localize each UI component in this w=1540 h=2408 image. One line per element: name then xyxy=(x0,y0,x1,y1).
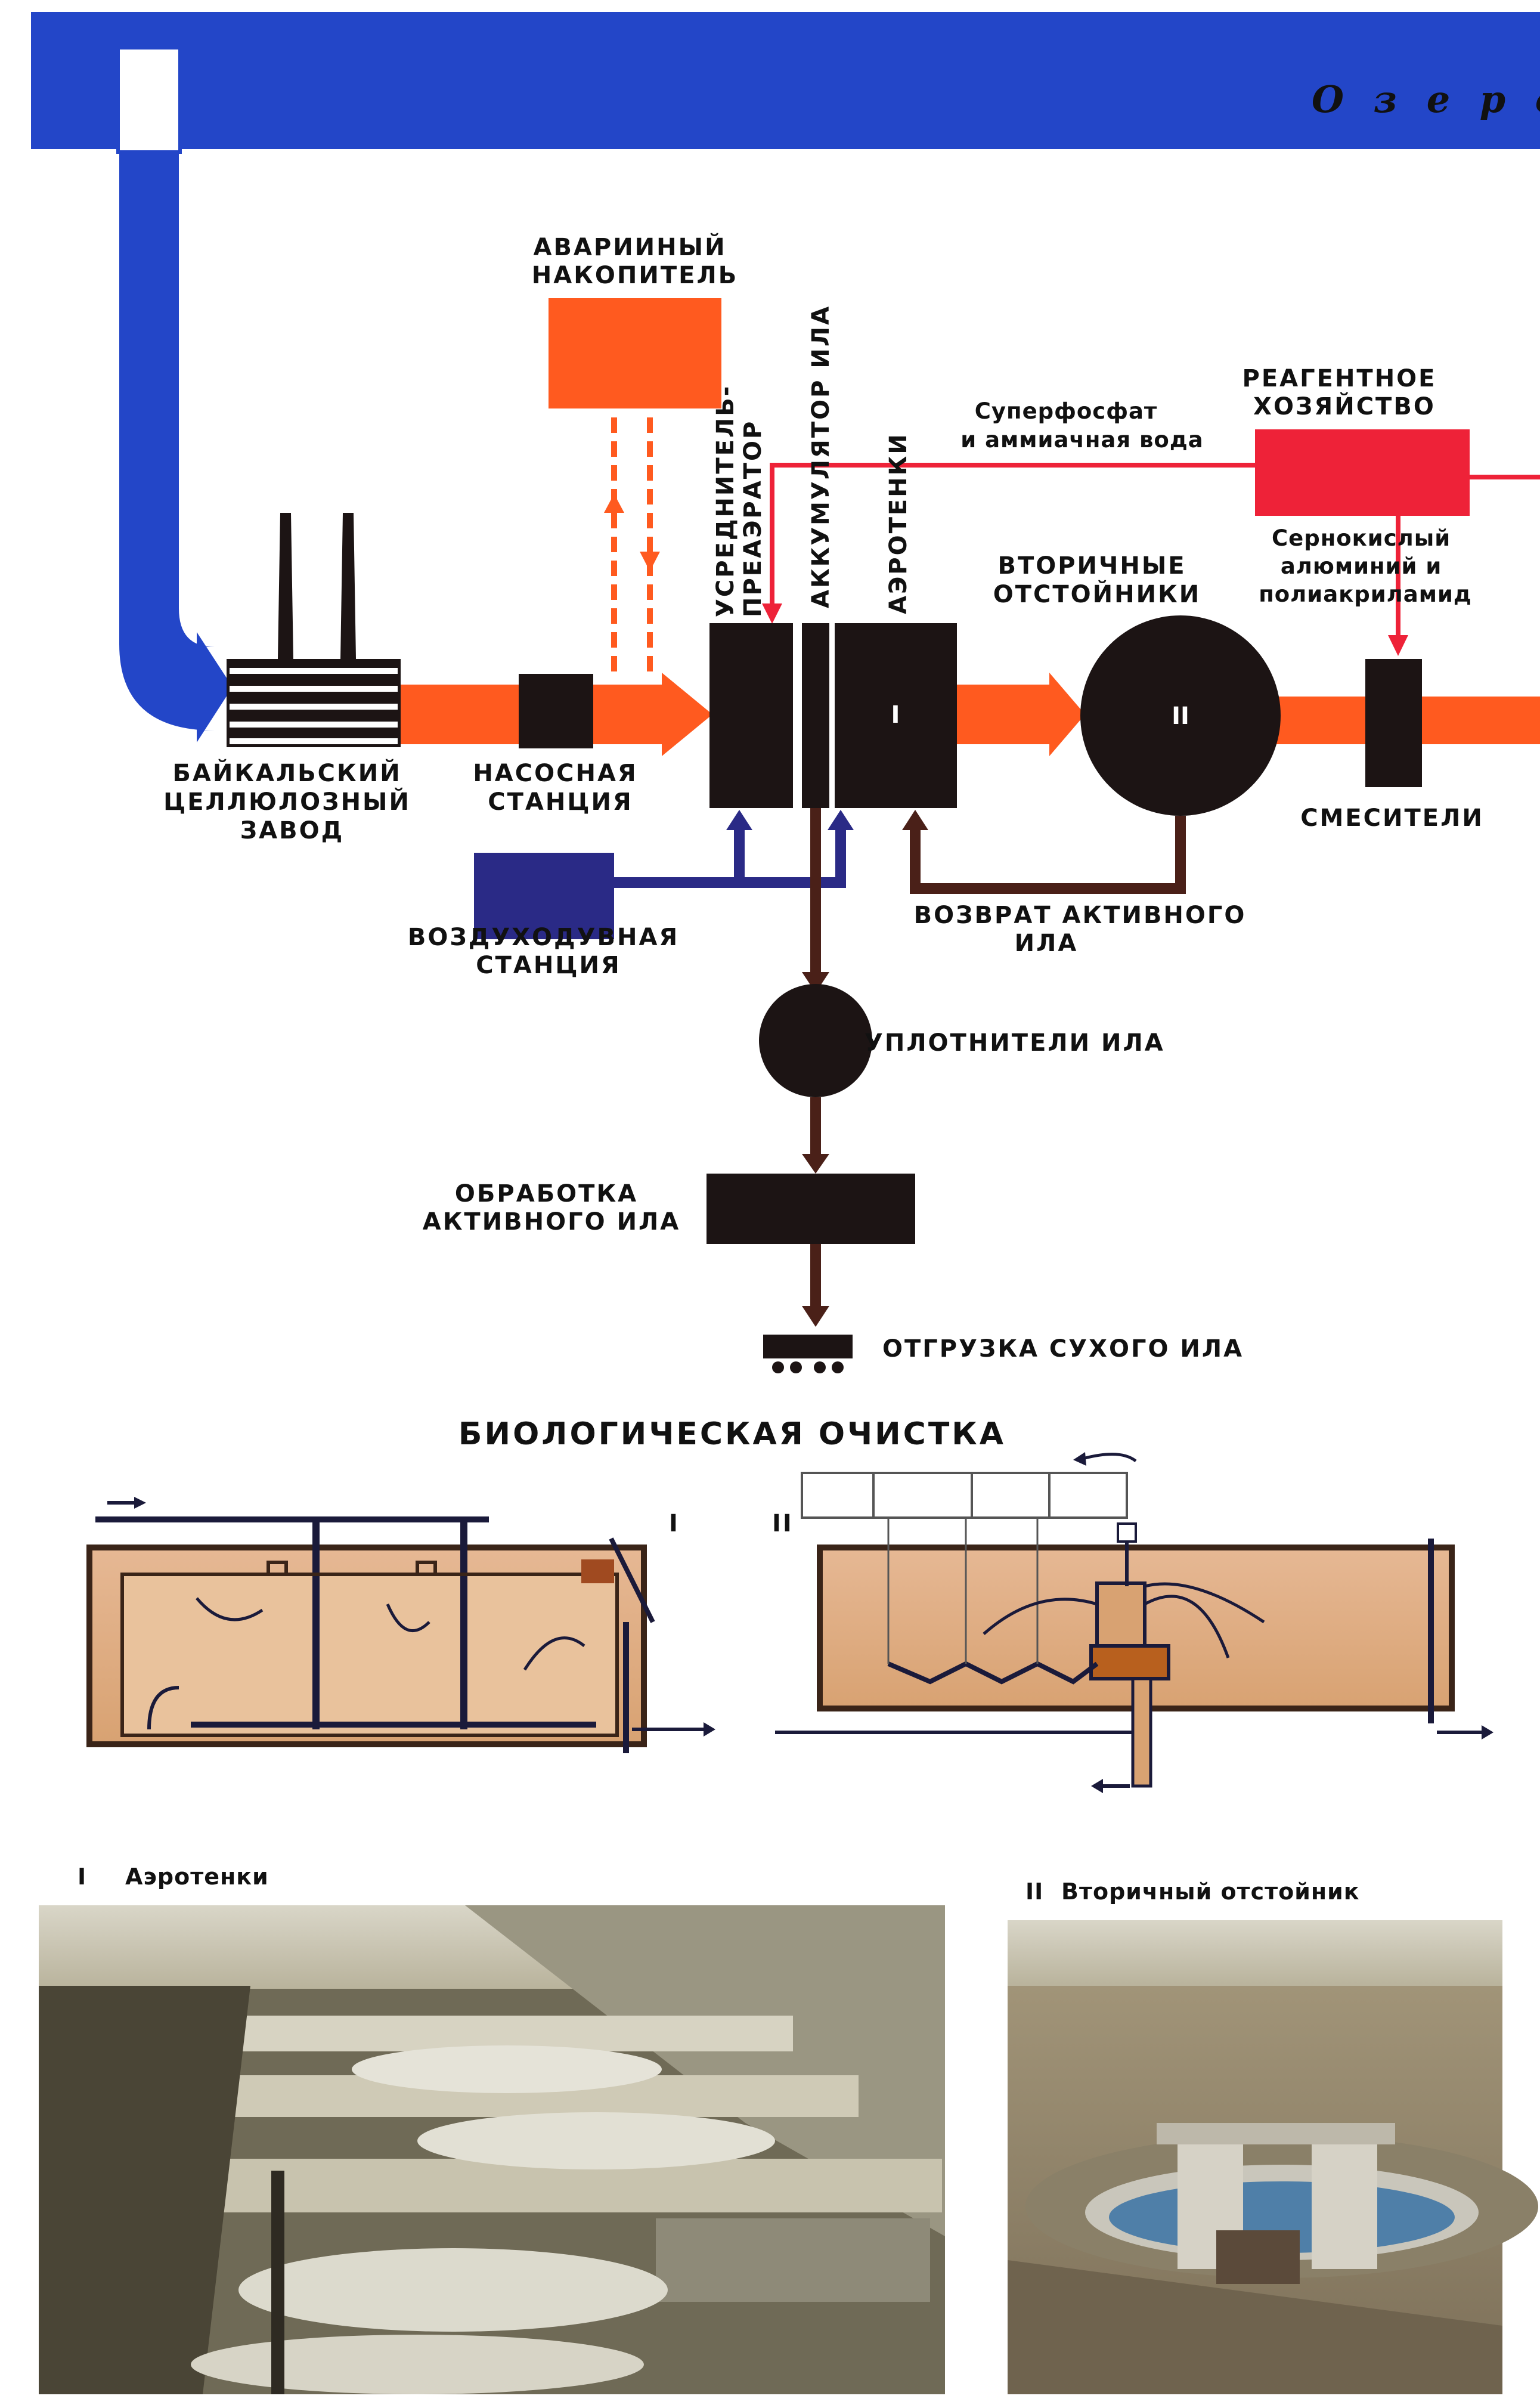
photo-two-marker: II xyxy=(1025,1878,1043,1905)
flow-line-settler-to-mixer xyxy=(1276,697,1368,744)
reagent-facility xyxy=(1255,429,1470,516)
photo-one-caption: Аэротенки xyxy=(125,1864,269,1890)
settler-marker: II xyxy=(1172,702,1189,730)
superphosphate-arrow xyxy=(762,603,782,624)
aerotank-block xyxy=(835,623,957,808)
mixers-label: СМЕСИТЕЛИ xyxy=(1300,804,1484,832)
aerotanks-vertical-label: АЭРОТЕНКИ xyxy=(885,432,912,614)
flow-line-pump-to-equalizer xyxy=(590,685,662,744)
plant-label-3: ЗАВОД xyxy=(240,817,345,844)
air-label-2: СТАНЦИЯ xyxy=(476,952,621,979)
svg-text:БАЙКАЛЬСКИЙ ЦЕЛЛЮЛОЗНЫЙ: БАЙКАЛЬСКИЙ ЦЕЛЛЮЛОЗНЫЙ ЗАВОД xyxy=(163,759,421,844)
air-line-equalizer xyxy=(614,826,745,888)
superphosphate-label-1: Суперфосфат xyxy=(975,398,1158,424)
aerotank-cross-section xyxy=(86,1497,715,1753)
emergency-storage xyxy=(549,298,721,408)
superphosphate-line xyxy=(770,463,1255,614)
emergency-arrow-up xyxy=(604,494,624,513)
lake-intake-pipe xyxy=(119,48,215,731)
superphosphate-label-2: и аммиачная вода xyxy=(960,427,1203,453)
svg-text:ВОЗДУХОДУВНАЯ СТАНЦИЯ: ВОЗДУХОДУВНАЯ СТАНЦИЯ xyxy=(408,924,689,979)
photo-one-marker: I xyxy=(78,1864,86,1890)
emergency-label-1: АВАРИИНЫЙ xyxy=(533,233,726,261)
plant-label-1: БАЙКАЛЬСКИЙ xyxy=(172,759,401,787)
pump-station xyxy=(519,674,593,748)
settlers-label-2: ОТСТОЙНИКИ xyxy=(993,580,1201,608)
mixer-block xyxy=(1365,659,1422,787)
air-arrow-equalizer xyxy=(726,810,752,830)
aluminium-label-2: алюминий и xyxy=(1281,553,1442,579)
pump-label-1: НАСОСНАЯ xyxy=(473,760,637,787)
svg-text:ВТОРИЧНЫЕ ОТСТОЙНИКИ: ВТОРИЧНЫЕ ОТСТОЙНИКИ xyxy=(993,552,1201,608)
section-one-marker: I xyxy=(669,1510,680,1537)
emergency-arrow-down xyxy=(640,552,660,571)
settler-cross-section xyxy=(775,1452,1493,1793)
pulp-plant xyxy=(227,513,401,747)
svg-text:УСРЕДНИТЕЛЬ- ПРЕАЭРАТОР: УСРЕДНИТЕЛЬ- ПРЕАЭРАТОР xyxy=(712,374,767,617)
lake-label: О з е р о xyxy=(1312,78,1540,121)
sludge-thickener xyxy=(759,984,872,1097)
chimney-right xyxy=(340,513,356,659)
sludge-wagon xyxy=(763,1335,853,1373)
flow-line-plant-to-pump xyxy=(388,685,543,744)
treatment-label-1: ОБРАБОТКА xyxy=(455,1180,638,1208)
settlers-label-1: ВТОРИЧНЫЕ xyxy=(997,552,1186,580)
svg-text:Суперфосфат и аммиачная во: Суперфосфат и аммиачная вода xyxy=(960,398,1203,453)
accumulator-block xyxy=(802,623,829,808)
air-blower-station xyxy=(474,853,614,939)
air-label-1: ВОЗДУХОДУВНАЯ xyxy=(408,924,679,951)
aluminium-label-1: Сернокислый xyxy=(1272,525,1451,551)
air-arrow-aerotank xyxy=(828,810,854,830)
secondary-settler xyxy=(1080,615,1281,816)
dry-sludge-label: ОТГРУЗКА СУХОГО ИЛА xyxy=(882,1335,1244,1363)
plant-label-2: ЦЕЛЛЮЛОЗНЫЙ xyxy=(163,787,411,816)
lake-banner xyxy=(31,12,1540,149)
reagent-label-1: РЕАГЕНТНОЕ xyxy=(1242,365,1437,392)
svg-text:Сернокислый алюминий и: Сернокислый алюминий и полиакриламид xyxy=(1259,525,1472,607)
sludge-return-line xyxy=(910,816,1186,894)
intake-pipe-mouth xyxy=(116,46,182,154)
svg-text:НАСОСНАЯ СТАНЦИЯ: НАСОСНАЯ СТАНЦИЯ xyxy=(473,760,647,816)
aerotanks-photo xyxy=(39,1905,945,2394)
svg-text:РЕАГЕНТНОЕ ХОЗЯЙСТВО: РЕАГЕНТНОЕ ХОЗЯЙСТВО xyxy=(1242,365,1447,420)
sludge-return-arrow xyxy=(902,810,928,830)
section-two-marker: II xyxy=(772,1510,794,1537)
pump-label-2: СТАНЦИЯ xyxy=(488,788,633,816)
return-label-2: ИЛА xyxy=(1015,930,1079,957)
emergency-label-2: НАКОПИТЕЛЬ xyxy=(532,262,738,289)
sludge-treatment-block xyxy=(707,1174,915,1244)
svg-text:ВОЗВРАТ АКТИВНОГО ИЛА: ВОЗВРАТ АКТИВНОГО ИЛА xyxy=(914,902,1257,957)
sludge-arrow-thickener xyxy=(802,972,829,993)
return-label-1: ВОЗВРАТ АКТИВНОГО xyxy=(914,902,1247,929)
secondary-settler-photo xyxy=(1008,1920,1538,2394)
equalizer-label-1: УСРЕДНИТЕЛЬ- xyxy=(712,385,739,617)
flow-arrow-equalizer xyxy=(662,673,712,756)
reagent-label-2: ХОЗЯЙСТВО xyxy=(1253,392,1436,420)
intake-arrow-head xyxy=(197,632,233,742)
sludge-arrow-loading xyxy=(802,1306,829,1327)
aluminium-arrow xyxy=(1388,635,1408,656)
accumulator-label: АККУМУЛЯТОР ИЛА xyxy=(807,305,835,608)
flow-arrow-settler xyxy=(1049,673,1085,756)
treatment-label-2: АКТИВНОГО ИЛА xyxy=(423,1208,680,1236)
photo-two-caption: Вторичный отстойник xyxy=(1061,1878,1360,1905)
equalizer-block xyxy=(709,623,793,808)
flow-line-mixer-to-lake xyxy=(1419,697,1540,744)
thickeners-label: УПЛОТНИТЕЛИ ИЛА xyxy=(864,1029,1165,1057)
aluminium-label-3: полиакриламид xyxy=(1259,581,1472,607)
sludge-arrow-treatment xyxy=(802,1154,829,1174)
chimney-left xyxy=(278,513,293,659)
air-line-aerotank xyxy=(739,826,846,888)
equalizer-label-2: ПРЕАЭРАТОР xyxy=(739,420,767,617)
svg-text:АВАРИИНЫЙ НАКОПИТЕЛЬ: АВАРИИНЫЙ НАКОПИТЕЛЬ xyxy=(532,233,738,289)
bio-title: БИОЛОГИЧЕСКАЯ ОЧИСТКА xyxy=(458,1416,1006,1452)
svg-text:ОБРАБОТКА АКТИВНОГО ИЛА: ОБРАБОТКА АКТИВНОГО ИЛА xyxy=(423,1180,680,1236)
aerotank-marker: I xyxy=(891,701,900,729)
flow-line-aero-to-settler xyxy=(957,685,1052,744)
